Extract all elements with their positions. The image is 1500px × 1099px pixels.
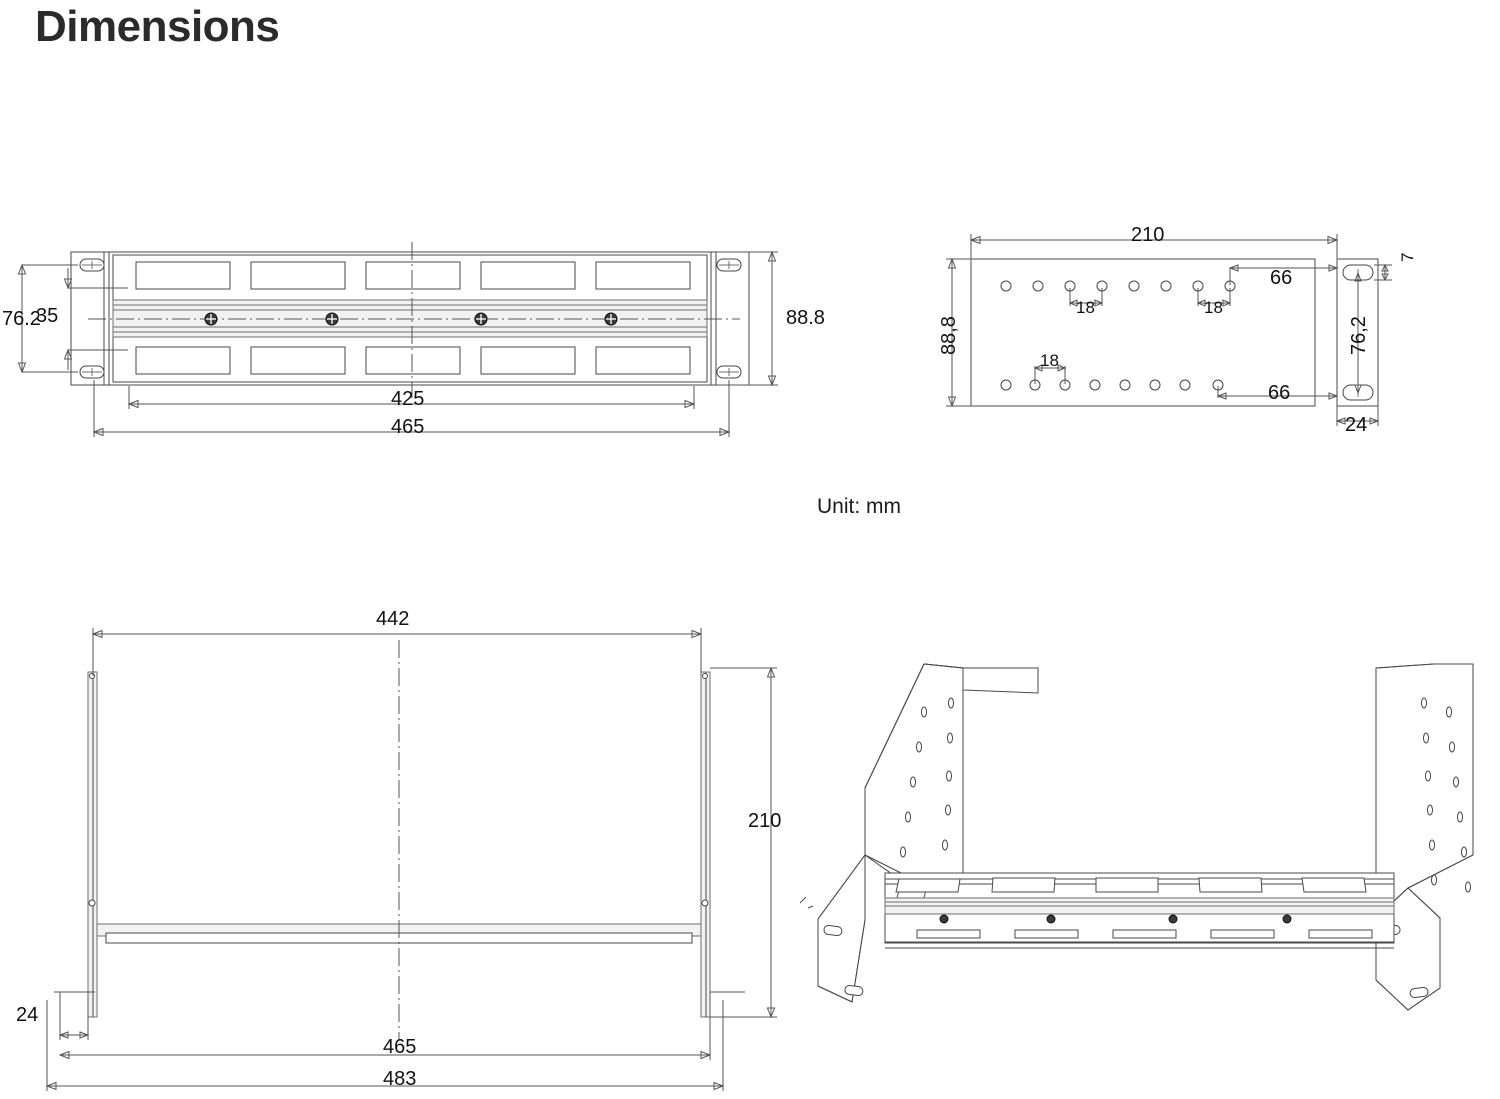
top-view-geometry <box>87 640 711 1040</box>
dim-front-465: 465 <box>391 416 425 438</box>
dim-top-24: 24 <box>16 1004 39 1026</box>
dim-top-210: 210 <box>748 810 782 832</box>
iso-rail-screw <box>939 914 949 924</box>
dim-side-18-top-left: 18 <box>1076 298 1095 317</box>
dim-front-88-8: 88.8 <box>786 307 825 329</box>
dim-top-483: 483 <box>383 1068 417 1090</box>
dim-side-66-top: 66 <box>1270 267 1293 289</box>
side-view-dimensions <box>946 234 1392 426</box>
dim-side-76-2: 76,2 <box>1348 316 1370 355</box>
rail-screw <box>204 312 218 326</box>
dim-front-76-2: 76.2 <box>2 308 41 330</box>
dim-front-35: 35 <box>36 305 59 327</box>
side-view-geometry <box>970 258 1379 407</box>
dim-side-18-top-right: 18 <box>1204 298 1223 317</box>
rail-screw <box>604 312 618 326</box>
dim-side-18-bottom: 18 <box>1040 351 1059 370</box>
dim-side-210: 210 <box>1131 224 1165 246</box>
dim-side-7: 7 <box>1398 252 1417 262</box>
dim-top-442: 442 <box>376 608 410 630</box>
front-view-dimensions <box>17 250 778 437</box>
iso-rail-screw <box>1168 914 1178 924</box>
unit-note: Unit: mm <box>817 495 901 518</box>
dim-side-24: 24 <box>1345 414 1368 436</box>
dim-top-465: 465 <box>383 1036 417 1058</box>
iso-rail-screw <box>1282 914 1292 924</box>
rail-screw <box>474 312 488 326</box>
top-view-dimensions <box>45 628 777 1091</box>
front-view-geometry <box>70 242 750 398</box>
rail-screw <box>325 312 339 326</box>
dim-front-425: 425 <box>391 388 425 410</box>
dim-side-88-8: 88,8 <box>938 316 960 355</box>
page-title: Dimensions <box>35 2 280 51</box>
dim-side-66-bottom: 66 <box>1268 382 1291 404</box>
iso-rail-screw <box>1046 914 1056 924</box>
isometric-view-geometry <box>799 663 1474 1011</box>
